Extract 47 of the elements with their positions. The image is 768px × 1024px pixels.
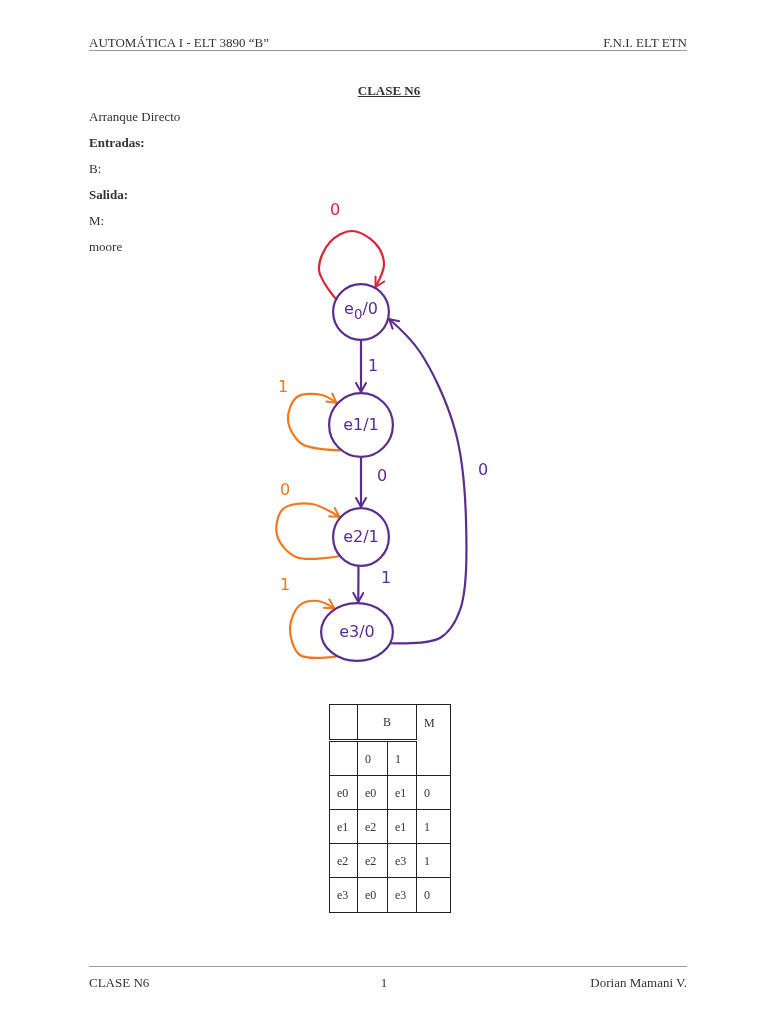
table-cell: e3	[387, 843, 417, 878]
table-cell: e0	[329, 775, 358, 810]
table-cell: e3	[387, 877, 417, 913]
state-label: e1/1	[343, 416, 379, 434]
transition-arrow	[388, 317, 468, 645]
transition-arrow	[352, 565, 365, 604]
transition-arrow	[355, 456, 367, 509]
self-loop-arrow	[286, 392, 341, 452]
header-cell: M	[416, 704, 451, 776]
header-text: AUTOMÁTICA I - ELT 3890 “B”	[89, 35, 269, 51]
state-circle	[328, 392, 394, 458]
header-cell: B	[357, 704, 417, 741]
table-cell: 1	[416, 809, 451, 844]
body-text: Arranque Directo	[89, 109, 181, 125]
state-circle	[320, 602, 394, 662]
footer-text: CLASE N6	[89, 975, 150, 991]
table-cell: e1	[387, 809, 417, 844]
page-number: 1	[380, 975, 388, 991]
table-cell: e2	[357, 809, 388, 844]
state-label: e3/0	[339, 623, 375, 641]
header-text: F.N.I. ELT ETN	[603, 35, 687, 51]
table-cell: e3	[329, 877, 358, 913]
footer-text: Dorian Mamani V.	[590, 975, 687, 991]
self-loop-arrow	[288, 598, 337, 660]
section-heading: Salida:	[89, 187, 128, 203]
body-text: B:	[89, 161, 102, 177]
body-text: M:	[89, 213, 105, 229]
page-title: CLASE N6	[357, 83, 421, 99]
self-loop-arrow	[275, 502, 341, 561]
table-cell: e1	[329, 809, 358, 844]
table-cell: 1	[416, 843, 451, 878]
header-cell: 0	[357, 740, 388, 776]
table-cell: 0	[416, 775, 451, 810]
table-cell: e0	[357, 877, 388, 913]
state-circle	[332, 507, 390, 567]
self-loop-arrow	[317, 229, 386, 300]
section-heading: Entradas:	[89, 135, 145, 151]
table-cell: e2	[357, 843, 388, 878]
table-cell: e1	[387, 775, 417, 810]
table-cell: e2	[329, 843, 358, 878]
transition-arrow	[355, 339, 367, 394]
state-label: e$_{0}$/0	[344, 300, 378, 324]
state-label: e2/1	[343, 528, 379, 546]
state-circle	[332, 283, 390, 341]
table-cell: e0	[357, 775, 388, 810]
body-text: moore	[89, 239, 123, 255]
table-cell: 0	[416, 877, 451, 913]
